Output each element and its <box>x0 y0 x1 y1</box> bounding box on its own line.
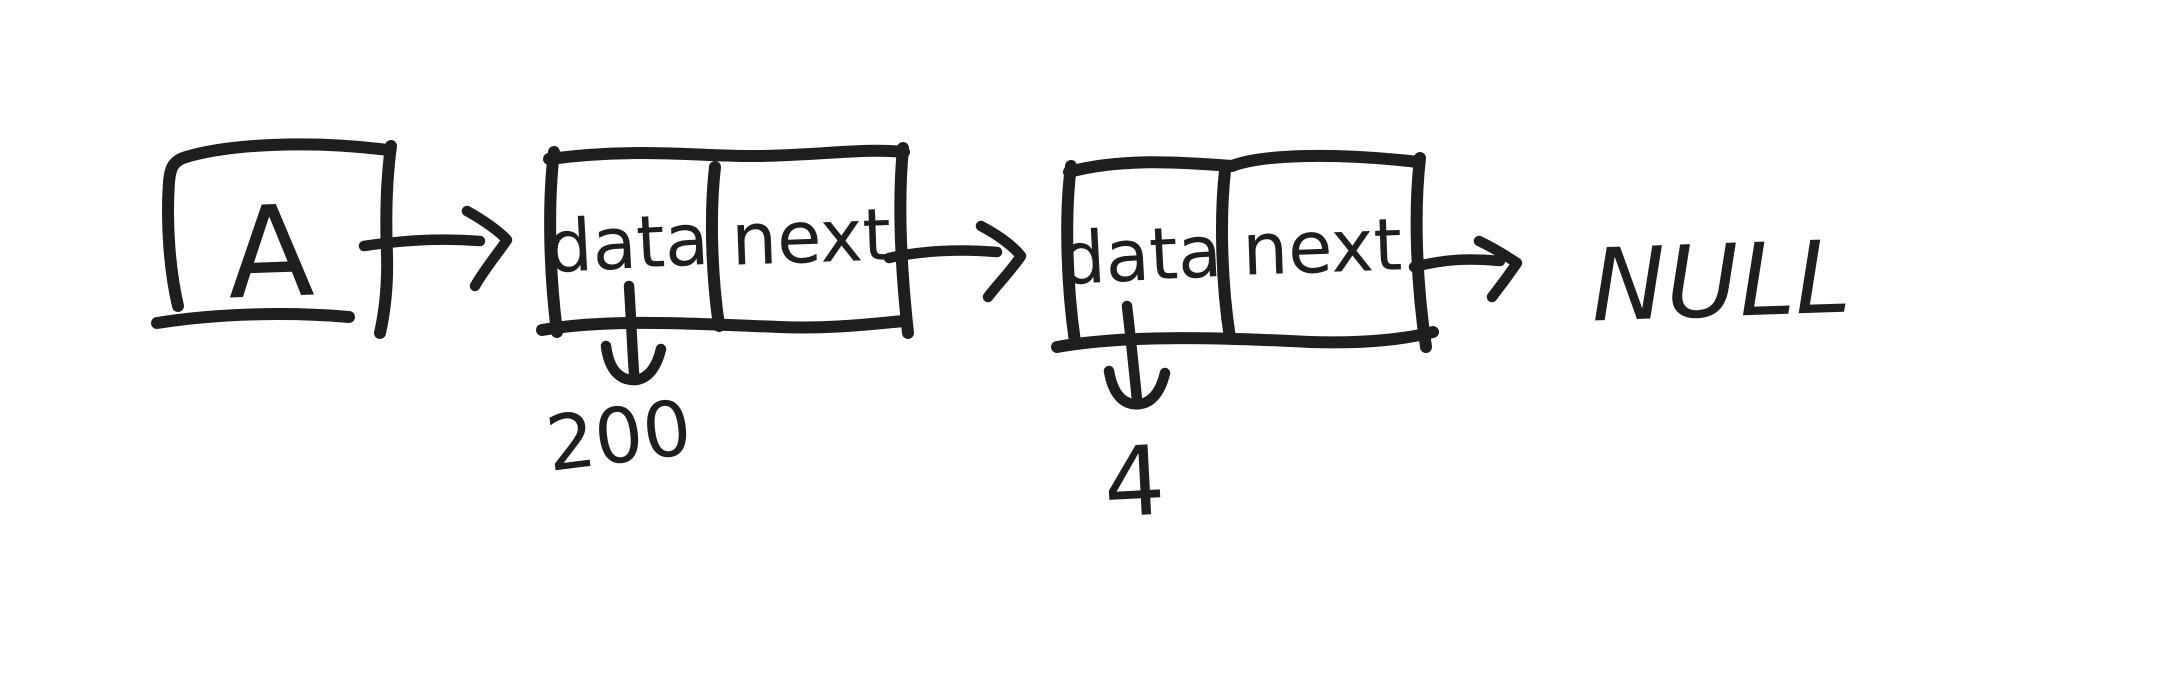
node1-top-stroke <box>543 144 910 165</box>
node1-cell-divider <box>705 161 725 332</box>
head-box-top-left-stroke <box>162 138 394 312</box>
arrow-node2-to-null <box>1408 235 1523 303</box>
arrow-node1-data-to-value <box>600 280 667 386</box>
node2-right-stroke <box>1410 152 1432 353</box>
node2-bottom-stroke <box>1051 326 1439 353</box>
arrowhead-right-icon <box>461 205 513 292</box>
node2-left-stroke <box>1061 160 1081 348</box>
arrow-shaft <box>358 234 486 252</box>
node1-right-stroke <box>894 142 914 339</box>
node1-left-stroke <box>544 146 563 338</box>
node1-next-field-label: next <box>730 192 892 282</box>
node1-data-field-label: data <box>545 197 711 289</box>
arrow-shaft <box>1408 254 1506 273</box>
arrow-shaft <box>883 245 1003 264</box>
arrow-head-to-node1 <box>358 205 513 292</box>
arrowhead-down-icon <box>1103 365 1171 410</box>
list-node-1: data next <box>536 142 914 339</box>
head-box-underline-stroke <box>151 308 355 329</box>
arrowhead-down-icon <box>600 340 667 386</box>
arrowhead-right-icon <box>975 220 1027 303</box>
head-box-right-stroke <box>374 140 397 339</box>
node2-top-stroke <box>1063 149 1424 178</box>
node1-bottom-stroke <box>536 315 910 336</box>
arrowhead-right-icon <box>1473 235 1523 303</box>
arrow-shaft <box>623 280 640 379</box>
node2-data-field-label: data <box>1058 209 1224 301</box>
node2-next-field-label: next <box>1241 202 1403 292</box>
list-node-2: data next <box>1051 149 1439 353</box>
head-pointer-label: A <box>225 178 316 328</box>
arrow-node2-data-to-value <box>1103 300 1171 410</box>
node2-cell-divider <box>1216 165 1236 344</box>
head-pointer-box: A <box>151 138 397 339</box>
node2-data-value: 4 <box>1101 425 1168 540</box>
node1-data-value: 200 <box>541 383 696 489</box>
arrow-shaft <box>1121 300 1143 406</box>
arrow-node1-to-node2 <box>883 220 1027 303</box>
null-terminator-label: NULL <box>1589 219 1852 345</box>
